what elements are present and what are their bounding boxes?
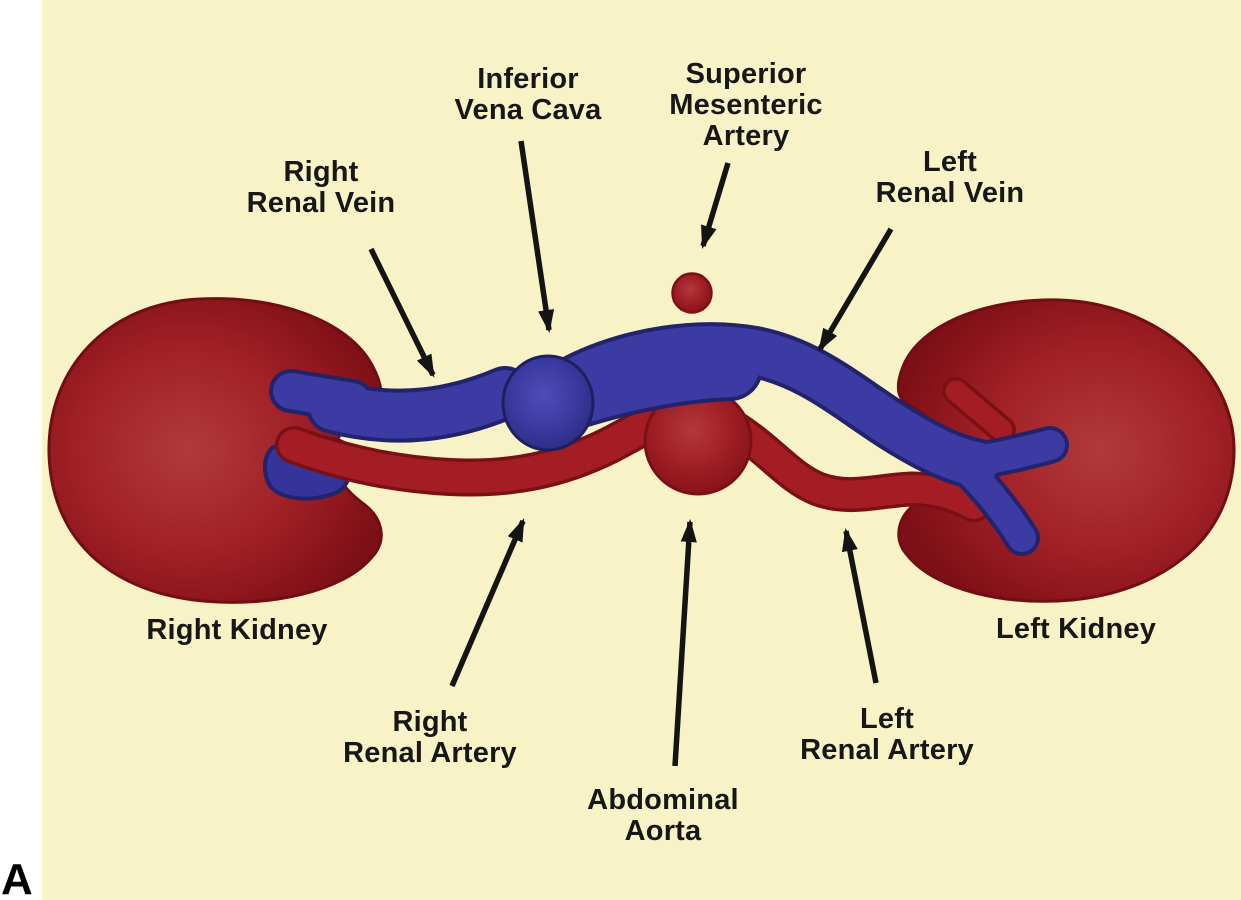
left-renal-artery-vessel	[721, 414, 988, 519]
left-renal-vein-lower-branch	[952, 454, 1036, 552]
label-right-renal-artery: Right Renal Artery	[343, 706, 517, 769]
label-left-renal-vein: Left Renal Vein	[875, 146, 1025, 209]
inferior-vena-cava-arrow	[518, 140, 555, 334]
left-renal-vein-vessel	[553, 326, 998, 486]
label-inferior-vena-cava: Inferior Vena Cava	[454, 63, 602, 126]
right-renal-artery-arrow	[449, 518, 526, 688]
left-renal-artery-arrow	[841, 527, 879, 684]
superior-mesenteric-artery-arrow	[700, 162, 731, 249]
right-renal-vein-arrow	[368, 247, 436, 378]
label-abdominal-aorta: Abdominal Aorta	[587, 784, 739, 847]
left-renal-vein-arrow	[817, 227, 894, 352]
veins	[273, 326, 1065, 552]
label-right-kidney: Right Kidney	[146, 614, 328, 646]
figure-panel-letter: A	[1, 855, 33, 900]
right-renal-artery-vessel	[278, 396, 688, 493]
abdominal-aorta-arrow	[672, 518, 697, 767]
label-left-renal-artery: Left Renal Artery	[800, 703, 974, 766]
label-left-kidney: Left Kidney	[995, 613, 1157, 645]
superior-mesenteric-artery-vessel	[671, 272, 713, 314]
arteries	[278, 380, 1013, 519]
left-renal-vein-upper-branch	[955, 430, 1065, 477]
right-renal-vein-vessel	[310, 370, 528, 439]
left-kidney-artery-stub	[945, 380, 1013, 441]
label-right-renal-vein: Right Renal Vein	[246, 156, 396, 219]
inferior-vena-cava-vessel	[501, 354, 595, 452]
label-superior-mesenteric-artery: Superior Mesenteric Artery	[669, 58, 823, 152]
leader-arrows	[368, 140, 894, 767]
